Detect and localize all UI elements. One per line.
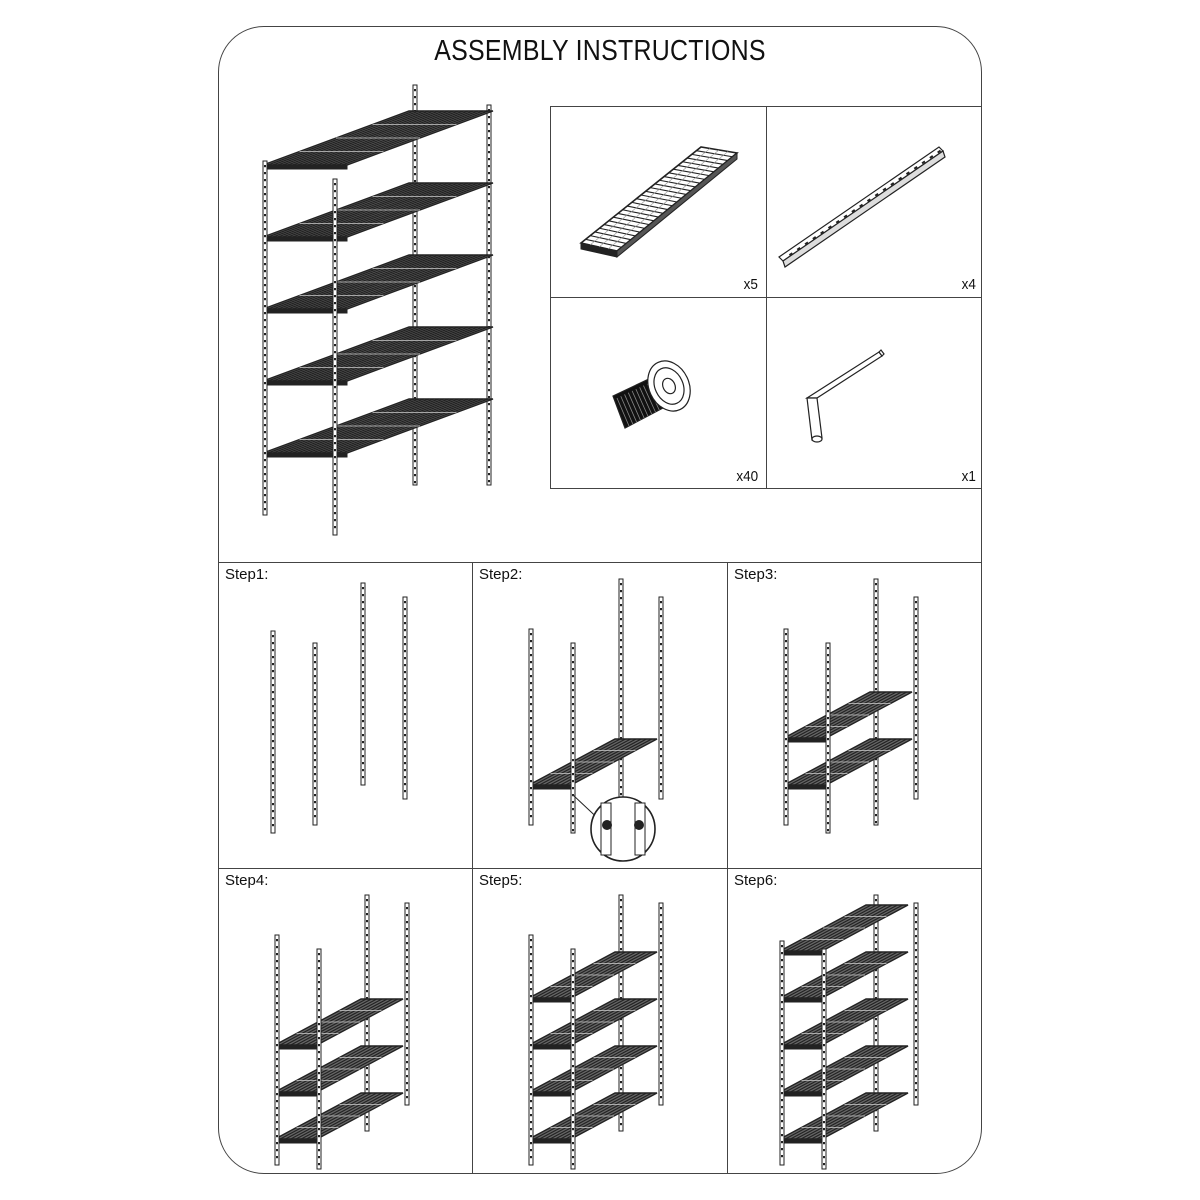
screw-bolt-icon [612, 360, 691, 429]
step-illustration [528, 894, 664, 1170]
shelving-unit-icon [262, 84, 494, 536]
step-illustration [274, 894, 410, 1170]
upright-post-icon [778, 146, 946, 268]
assembly-steps: Step1: Step2: Step3: Step4: Step5: Step6… [219, 562, 981, 1173]
step-2: Step2: [473, 563, 728, 869]
part-cell-key: x1 [767, 298, 981, 489]
part-qty: x4 [961, 276, 976, 293]
step-illustration [528, 578, 664, 862]
parts-list: x5 x4 x40 [550, 106, 981, 489]
step-3: Step3: [728, 563, 981, 869]
step-label: Step2: [479, 566, 523, 583]
wire-shelf-icon [579, 146, 739, 259]
step-label: Step3: [734, 566, 778, 583]
step-illustration [779, 894, 919, 1170]
connector-detail-callout [572, 794, 656, 862]
step-6: Step6: [728, 869, 981, 1173]
part-cell-screw: x40 [551, 298, 767, 489]
part-cell-shelf: x5 [551, 107, 767, 298]
step-4: Step4: [219, 869, 473, 1173]
shelving-unit-illustration [249, 75, 519, 545]
part-qty: x40 [736, 468, 758, 485]
allen-key-icon [804, 349, 885, 443]
step-illustration [783, 578, 919, 834]
step-label: Step4: [225, 872, 269, 889]
step-1: Step1: [219, 563, 473, 869]
page-title: ASSEMBLY INSTRUCTIONS [434, 35, 766, 67]
step-illustration [270, 582, 408, 834]
step-label: Step5: [479, 872, 523, 889]
part-cell-post: x4 [767, 107, 981, 298]
step-label: Step1: [225, 566, 269, 583]
part-qty: x1 [961, 468, 976, 485]
step-5: Step5: [473, 869, 728, 1173]
step-label: Step6: [734, 872, 778, 889]
part-qty: x5 [743, 276, 758, 293]
instruction-sheet: ASSEMBLY INSTRUCTIONS x5 [218, 26, 982, 1174]
